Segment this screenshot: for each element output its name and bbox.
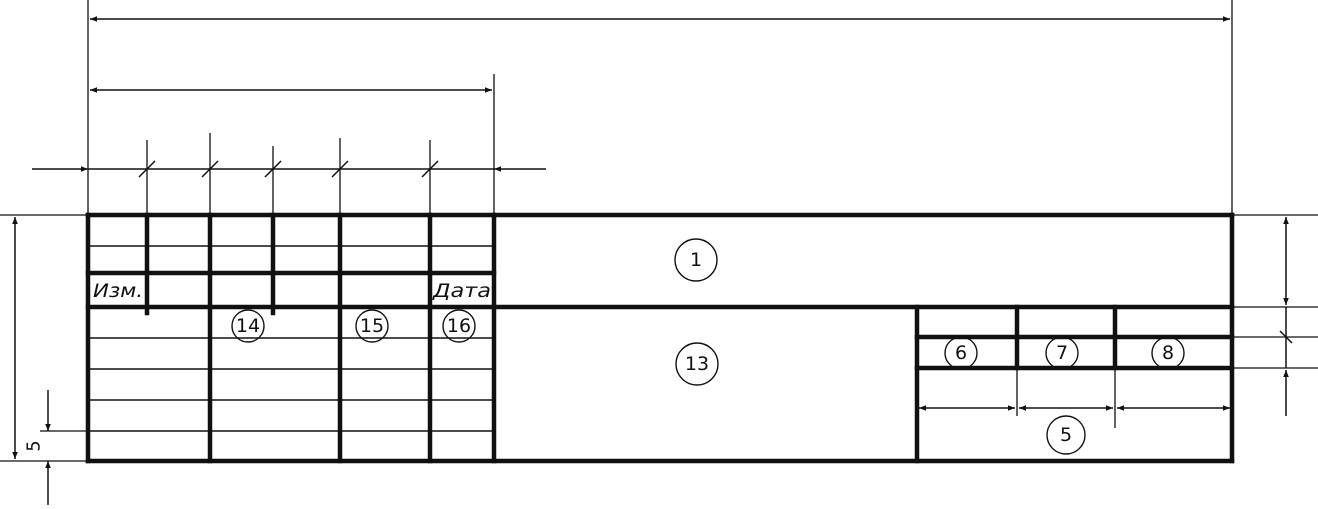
callout-circles [231, 238, 1185, 455]
dimension-value-row-height: 5 [24, 440, 45, 451]
callout-label-13: 13 [685, 353, 709, 375]
callout-label-7: 7 [1056, 342, 1068, 364]
callout-circle-15 [355, 309, 389, 343]
frame-thick-lines [85, 212, 1235, 464]
callout-circle-13 [675, 342, 719, 386]
callout-circle-16 [442, 309, 476, 343]
callout-circle-5 [1046, 415, 1086, 455]
tick-col1 [138, 160, 156, 178]
callout-label-6: 6 [955, 342, 967, 364]
callout-circle-1 [674, 238, 718, 282]
callout-circle-14 [231, 309, 265, 343]
tick-right [1279, 330, 1293, 344]
callout-circle-6 [944, 336, 978, 370]
callout-circle-8 [1151, 336, 1185, 370]
callout-label-15: 15 [360, 315, 384, 337]
cell-label-izm: Изм. [93, 280, 143, 302]
callout-label-1: 1 [690, 249, 702, 271]
cell-label-data: Дата [432, 280, 491, 302]
callout-circle-7 [1045, 336, 1079, 370]
tick-col5 [421, 160, 439, 178]
tick-col2 [201, 160, 219, 178]
callout-label-14: 14 [236, 315, 260, 337]
tick-col3 [264, 160, 282, 178]
dimension-ticks [138, 160, 1293, 344]
extension-lines [0, 0, 1318, 462]
callout-label-16: 16 [447, 315, 471, 337]
tick-col4 [331, 160, 349, 178]
callout-labels: 1 13 14 15 16 6 7 8 5 [236, 249, 1174, 446]
dimension-lines [12, 16, 1289, 505]
callout-label-8: 8 [1162, 342, 1174, 364]
grid-thin-lines [88, 245, 494, 432]
callout-label-5: 5 [1060, 424, 1072, 446]
